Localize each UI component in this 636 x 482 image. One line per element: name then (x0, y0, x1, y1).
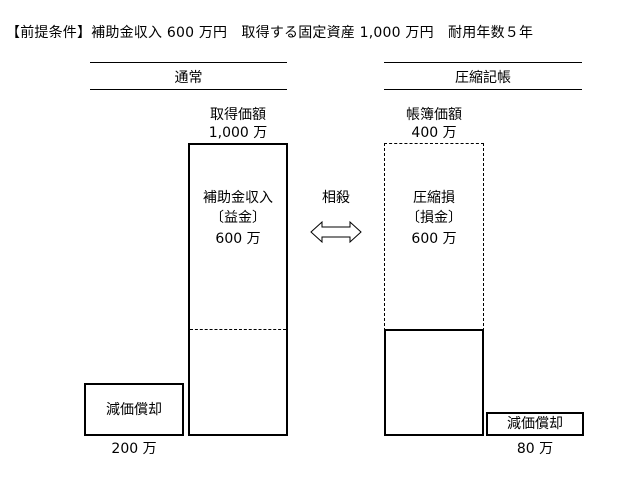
double-arrow-icon (310, 220, 362, 244)
offset-label: 相殺 (322, 190, 350, 206)
normal-depreciation-amount: 200 万 (111, 441, 157, 457)
normal-title-top-rule (90, 62, 287, 63)
premise-text: 【前提条件】補助金収入 600 万円 取得する固定資産 1,000 万円 耐用年… (6, 25, 534, 41)
compressed-depreciation-amount: 80 万 (516, 441, 554, 457)
compressed-title-top-rule (384, 62, 582, 63)
subsidy-income-amount: 600 万 (215, 231, 261, 247)
normal-title-bottom-rule (90, 89, 287, 90)
acquisition-cost-label: 取得価額 (210, 107, 266, 123)
book-value-label: 帳簿価額 (406, 107, 462, 123)
compression-loss-type: 〔損金〕 (406, 210, 462, 226)
acquisition-cost-bar (188, 143, 288, 436)
compressed-depreciation-box: 減価償却 (486, 412, 584, 436)
subsidy-divider-line (190, 329, 286, 330)
book-value-bar (384, 329, 484, 436)
compression-loss-amount: 600 万 (411, 231, 457, 247)
normal-depreciation-box: 減価償却 (84, 383, 184, 436)
compressed-title-bottom-rule (384, 89, 582, 90)
book-value-amount: 400 万 (411, 125, 457, 141)
compressed-depreciation-label: 減価償却 (507, 416, 563, 432)
compression-loss-label: 圧縮損 (413, 190, 455, 206)
subsidy-income-label: 補助金収入 (203, 190, 273, 206)
subsidy-taxable-type: 〔益金〕 (210, 210, 266, 226)
normal-section-title: 通常 (174, 70, 203, 86)
compressed-section-title: 圧縮記帳 (455, 70, 511, 86)
acquisition-cost-amount: 1,000 万 (208, 125, 268, 141)
normal-depreciation-label: 減価償却 (106, 401, 162, 418)
